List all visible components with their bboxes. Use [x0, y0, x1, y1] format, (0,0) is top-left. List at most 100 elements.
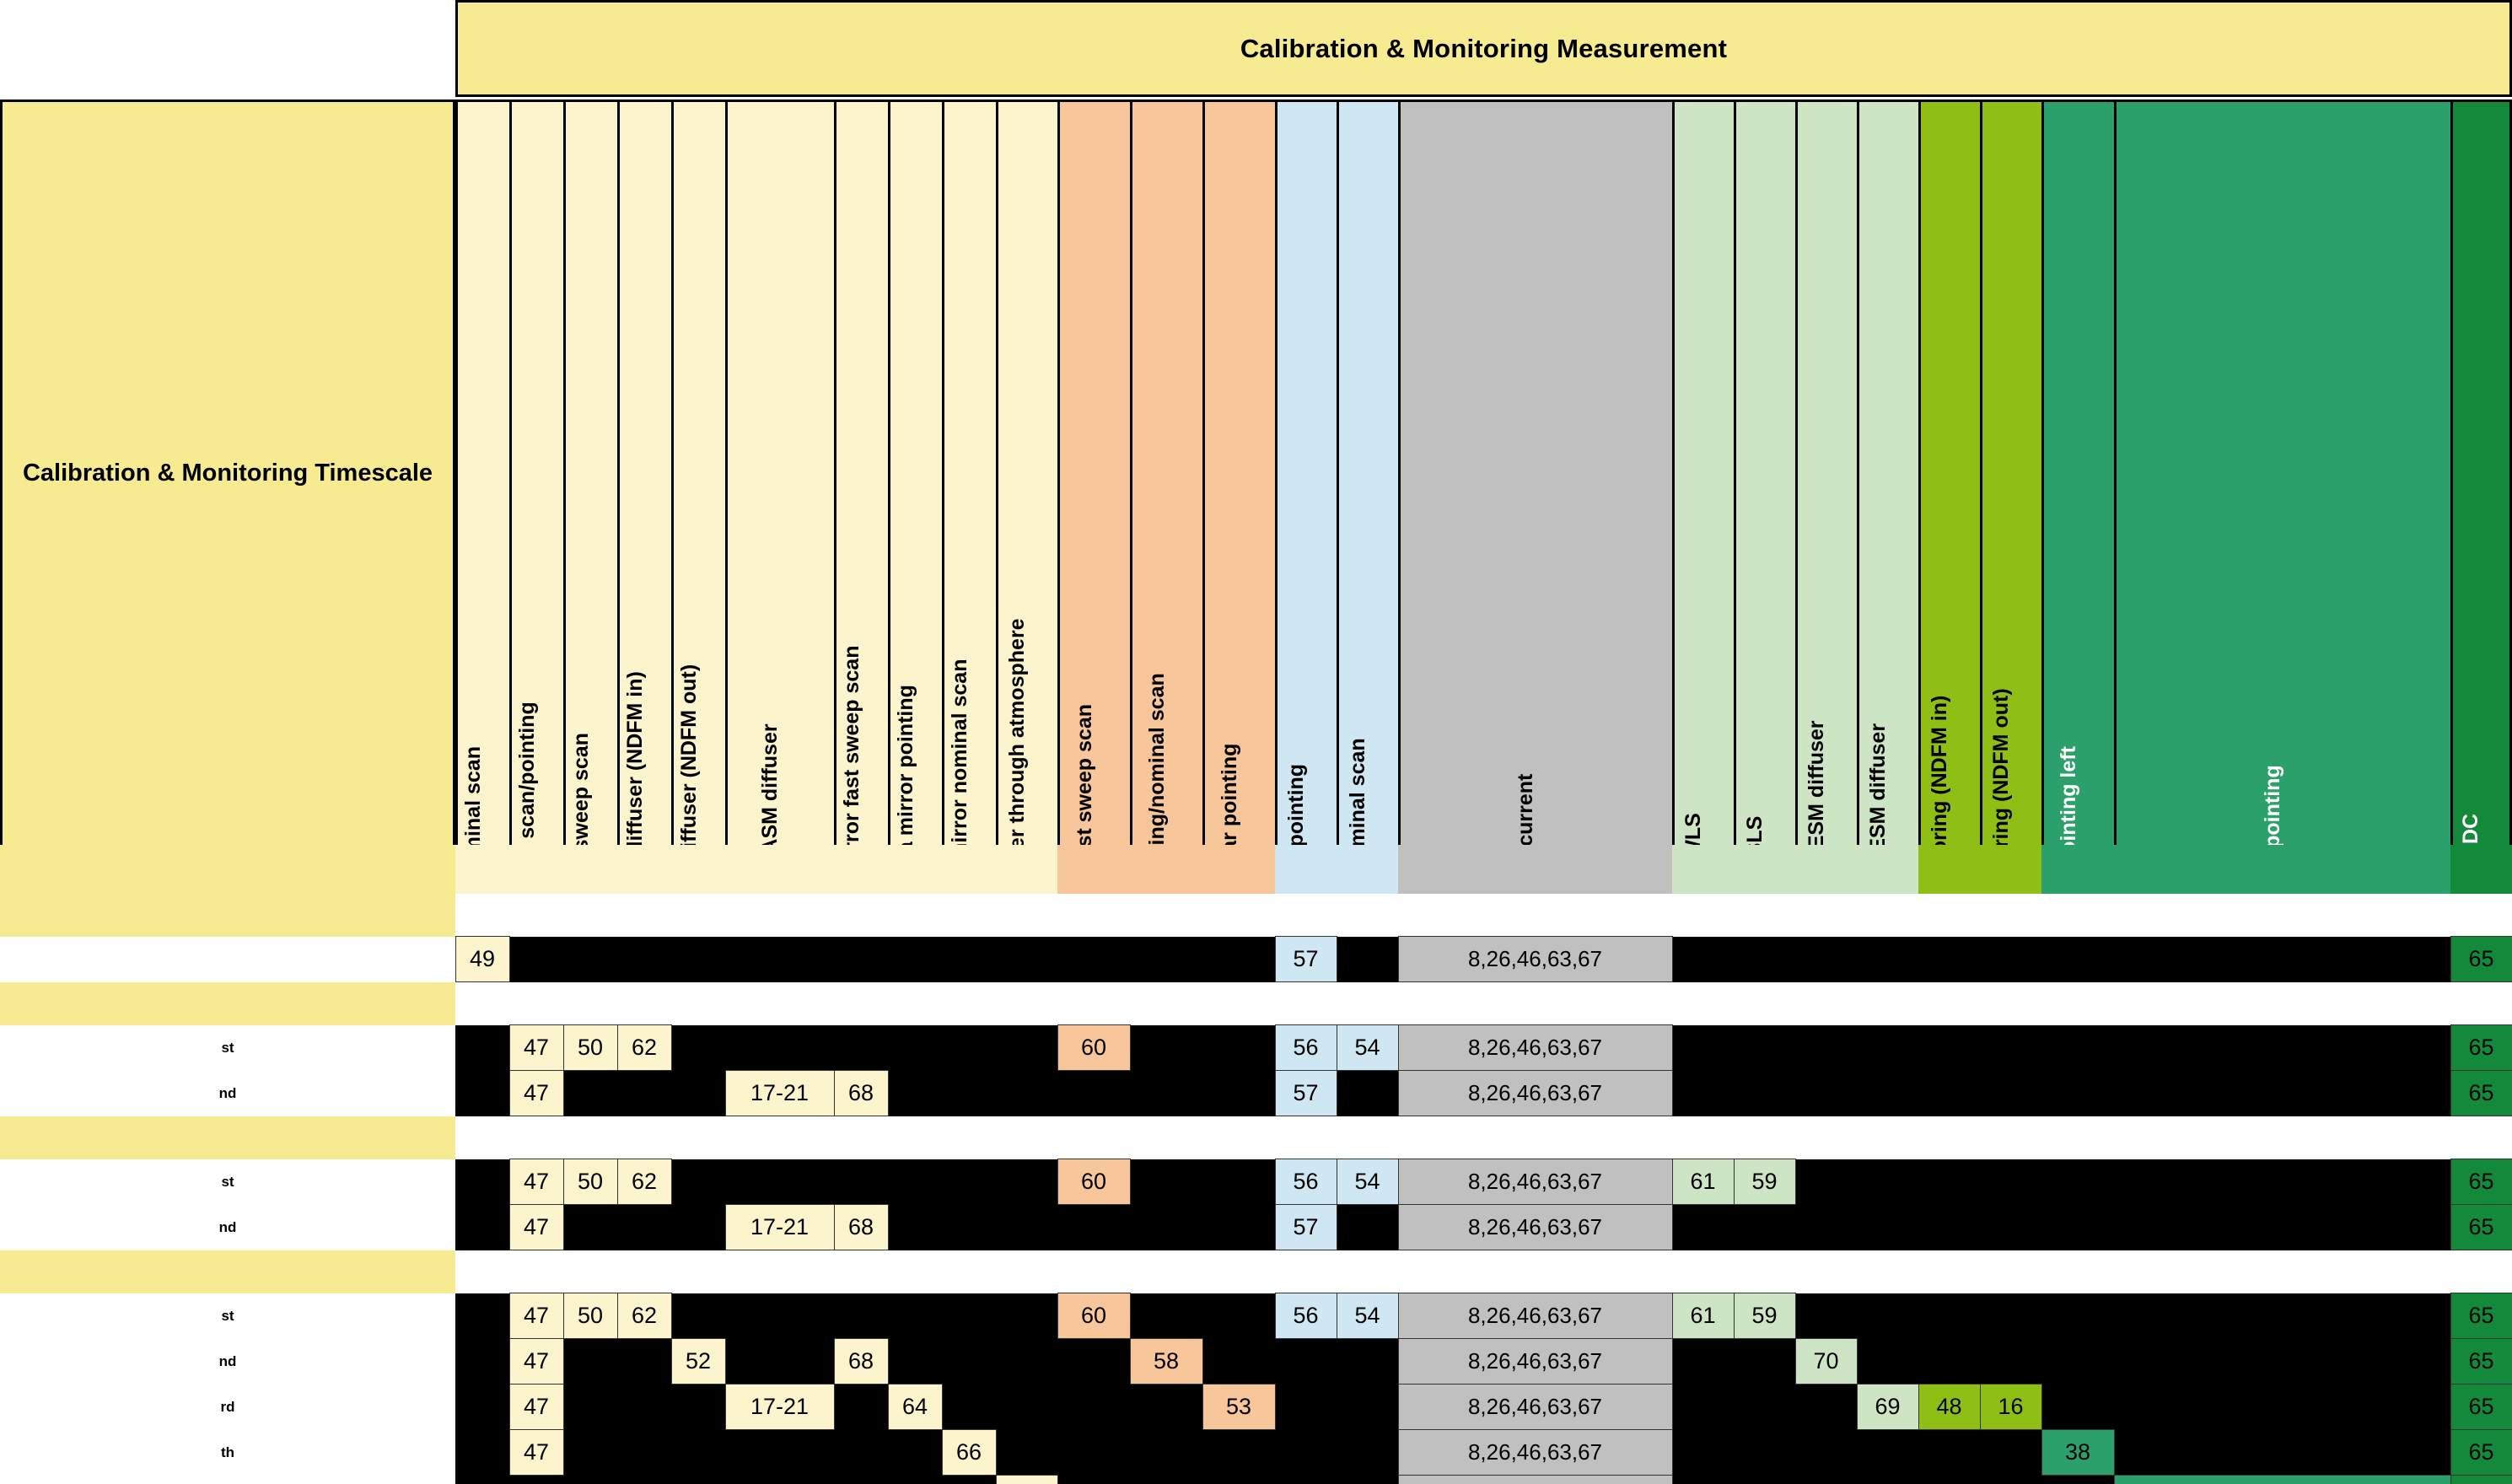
schedule-cell-nadir-pointing-left[interactable]: 38	[2041, 1429, 2115, 1476]
window-group-mo-c: MO&C	[1275, 845, 1398, 894]
schedule-cell-ndfm-monitoring-out[interactable]: 16	[1979, 1384, 2042, 1430]
schedule-cell-adc[interactable]: 65	[2450, 1338, 2512, 1385]
data-table-area: WindowSO&CSub-solarMO&COrbitaleach orbit…	[0, 845, 2512, 1484]
schedule-cell-sun-over-esm-diffuser-ndfm-in[interactable]: 62	[616, 1293, 672, 1339]
schedule-cell-sls[interactable]: 59	[1733, 1293, 1796, 1339]
schedule-cell-sub-solar-fast-sweep-scan[interactable]: 60	[1057, 1293, 1131, 1339]
schedule-cell-wls[interactable]: 61	[1671, 1293, 1735, 1339]
schedule-cell-moon-pointing[interactable]: 56	[1274, 1024, 1337, 1071]
column-header-label: Sun over ESM diffuser (NDFM out)	[676, 664, 701, 847]
schedule-cell-dark-current[interactable]: 8,26,46,63,67	[1397, 1293, 1673, 1339]
schedule-cell-sun-over-asm-diffuser-through-atmosphere[interactable]: 22	[995, 1475, 1058, 1484]
schedule-cell-adc[interactable]: 65	[2450, 1024, 2512, 1071]
schedule-cell-empty	[671, 1159, 1057, 1205]
schedule-cell-sun-over-asm-diffuser[interactable]: 17-21	[724, 1204, 835, 1250]
schedule-cell-sun-nominal-scan-pointing[interactable]: 47	[508, 1338, 564, 1385]
schedule-cell-sun-nominal-scan-pointing[interactable]: 47	[508, 1159, 564, 1205]
schedule-cell-ndfm-monitoring-in[interactable]: 48	[1918, 1384, 1981, 1430]
schedule-cell-sun-fast-sweep-scan[interactable]: 50	[562, 1159, 618, 1205]
row-label: each orbit	[0, 936, 455, 982]
schedule-cell-adc[interactable]: 65	[2450, 936, 2512, 982]
column-header-sun-fast-sweep-scan: Sun fast sweep scan	[563, 99, 617, 847]
schedule-cell-adc[interactable]: 65	[2450, 1475, 2512, 1484]
schedule-cell-dark-current[interactable]: 8,26,46,63,67	[1397, 1024, 1673, 1071]
column-header-label: WLS	[1681, 813, 1705, 847]
schedule-cell-sun-nominal-scan[interactable]: 49	[455, 936, 510, 982]
schedule-cell-moon-nominal-scan[interactable]: 54	[1336, 1293, 1399, 1339]
schedule-cell-sun-over-extra-mirror-fast-sweep-scan[interactable]: 68	[833, 1070, 889, 1116]
schedule-cell-empty	[671, 1024, 1057, 1071]
schedule-cell-empty	[1672, 1475, 2114, 1484]
schedule-cell-sub-solar-fast-sweep-scan[interactable]: 60	[1057, 1024, 1131, 1071]
schedule-cell-sun-over-extra-mirror-fast-sweep-scan[interactable]: 68	[833, 1204, 889, 1250]
schedule-cell-adc[interactable]: 65	[2450, 1293, 2512, 1339]
schedule-cell-empty	[2114, 1429, 2450, 1476]
column-header-label: Sun over ASM diffuser through atmosphere	[1005, 618, 1029, 847]
schedule-cell-dark-current[interactable]: 8,26,46,63,67	[1397, 1384, 1673, 1430]
schedule-cell-sls[interactable]: 59	[1733, 1159, 1796, 1205]
schedule-cell-moon-nominal-scan[interactable]: 54	[1336, 1159, 1399, 1205]
column-header-wls-over-esm-diffuser: WLS over ESM diffuser	[1795, 99, 1857, 847]
column-header-label: Sun over extra mirror fast sweep scan	[839, 645, 863, 847]
schedule-cell-sun-over-extra-mirror-nominal-scan[interactable]: 66	[941, 1429, 997, 1476]
schedule-cell-sun-over-asm-diffuser[interactable]: 17-21	[724, 1384, 835, 1430]
schedule-cell-sun-over-esm-diffuser-ndfm-in[interactable]: 62	[616, 1024, 672, 1071]
schedule-cell-sun-nominal-scan-pointing[interactable]: 47	[508, 1384, 564, 1430]
schedule-cell-sun-over-esm-diffuser-ndfm-in[interactable]: 62	[616, 1159, 672, 1205]
schedule-cell-sun-over-esm-diffuser-ndfm-out[interactable]: 52	[670, 1338, 726, 1385]
schedule-cell-sls-over-esm-diffuser[interactable]: 69	[1856, 1384, 1919, 1430]
schedule-cell-sun-over-extra-mirror-pointing[interactable]: 64	[887, 1384, 943, 1430]
schedule-cell-sun-nominal-scan-pointing[interactable]: 47	[508, 1070, 564, 1116]
schedule-cell-sun-nominal-scan-pointing[interactable]: 47	[508, 1293, 564, 1339]
group-row-spacer	[455, 981, 2512, 1025]
window-group-so-c: SO&C	[455, 845, 1057, 894]
group-row-orbital: Orbital	[0, 894, 2512, 937]
schedule-cell-moon-pointing[interactable]: 57	[1274, 1204, 1337, 1250]
schedule-cell-dark-current[interactable]: 8,26,46,63,67	[1397, 1338, 1673, 1385]
schedule-cell-sub-solar-pointing[interactable]: 53	[1202, 1384, 1276, 1430]
column-header-label: WLS over ESM diffuser	[1805, 720, 1828, 847]
schedule-cell-moon-pointing[interactable]: 57	[1274, 1070, 1337, 1116]
schedule-cell-dark-current[interactable]: 8,26,46,63,67	[1397, 1429, 1673, 1476]
schedule-cell-wls[interactable]: 61	[1671, 1159, 1735, 1205]
schedule-cell-moon-pointing[interactable]: 57	[1274, 936, 1337, 982]
schedule-cell-moon-nominal-scan[interactable]: 54	[1336, 1024, 1399, 1071]
schedule-cell-sun-fast-sweep-scan[interactable]: 50	[562, 1024, 618, 1071]
schedule-cell-dark-current[interactable]: 8,26,46,63,67	[1397, 936, 1673, 982]
schedule-cell-adc[interactable]: 65	[2450, 1070, 2512, 1116]
schedule-cell-adc[interactable]: 65	[2450, 1429, 2512, 1476]
schedule-cell-moon-pointing[interactable]: 56	[1274, 1293, 1337, 1339]
column-header-label: Dark current	[1514, 773, 1537, 847]
schedule-cell-wls-over-esm-diffuser[interactable]: 70	[1794, 1338, 1858, 1385]
schedule-cell-empty	[996, 1429, 1398, 1476]
schedule-cell-sub-solar-fast-sweep-scan[interactable]: 60	[1057, 1159, 1131, 1205]
row-label: 3rd orbit	[0, 1384, 455, 1430]
schedule-cell-nadir-pointing[interactable]: 23-25,42-45	[2113, 1475, 2451, 1484]
column-header-label: NDFM monitoring (NDFM in)	[1928, 695, 1951, 847]
schedule-cell-empty	[455, 1204, 509, 1250]
schedule-cell-dark-current[interactable]: 8,26,46,63,67	[1397, 1159, 1673, 1205]
schedule-cell-dark-current[interactable]: 8,26,46,63,67	[1397, 1204, 1673, 1250]
schedule-cell-empty	[1130, 1293, 1275, 1339]
schedule-cell-sun-nominal-scan-pointing[interactable]: 47	[508, 1024, 564, 1071]
schedule-cell-adc[interactable]: 65	[2450, 1159, 2512, 1205]
column-header-sub-solar-fast-sweep-scan: Sub-solar fast sweep scan	[1057, 99, 1130, 847]
schedule-cell-sun-nominal-scan-pointing[interactable]: 47	[508, 1204, 564, 1250]
schedule-cell-dark-current[interactable]: 8,26,46,63,67	[1397, 1070, 1673, 1116]
schedule-cell-sun-over-extra-mirror-fast-sweep-scan[interactable]: 68	[833, 1338, 889, 1385]
schedule-cell-adc[interactable]: 65	[2450, 1384, 2512, 1430]
schedule-cell-sun-fast-sweep-scan[interactable]: 50	[562, 1293, 618, 1339]
schedule-cell-dark-current[interactable]: 8,26,46,63,67	[1397, 1475, 1673, 1484]
schedule-cell-adc[interactable]: 65	[2450, 1204, 2512, 1250]
schedule-cell-moon-pointing[interactable]: 56	[1274, 1159, 1337, 1205]
schedule-cell-sun-nominal-scan-pointing[interactable]: 47	[508, 1429, 564, 1476]
column-header-label: Sun nominal scan/pointing	[514, 702, 539, 847]
schedule-cell-sub-solar-pointing-nominal-scan[interactable]: 58	[1129, 1338, 1203, 1385]
schedule-cell-empty	[563, 1384, 725, 1430]
schedule-cell-empty	[455, 1070, 509, 1116]
schedule-cell-empty	[1337, 1070, 1398, 1116]
row-label: 2nd orbit	[0, 1338, 455, 1385]
schedule-cell-sun-over-asm-diffuser[interactable]: 17-21	[724, 1070, 835, 1116]
